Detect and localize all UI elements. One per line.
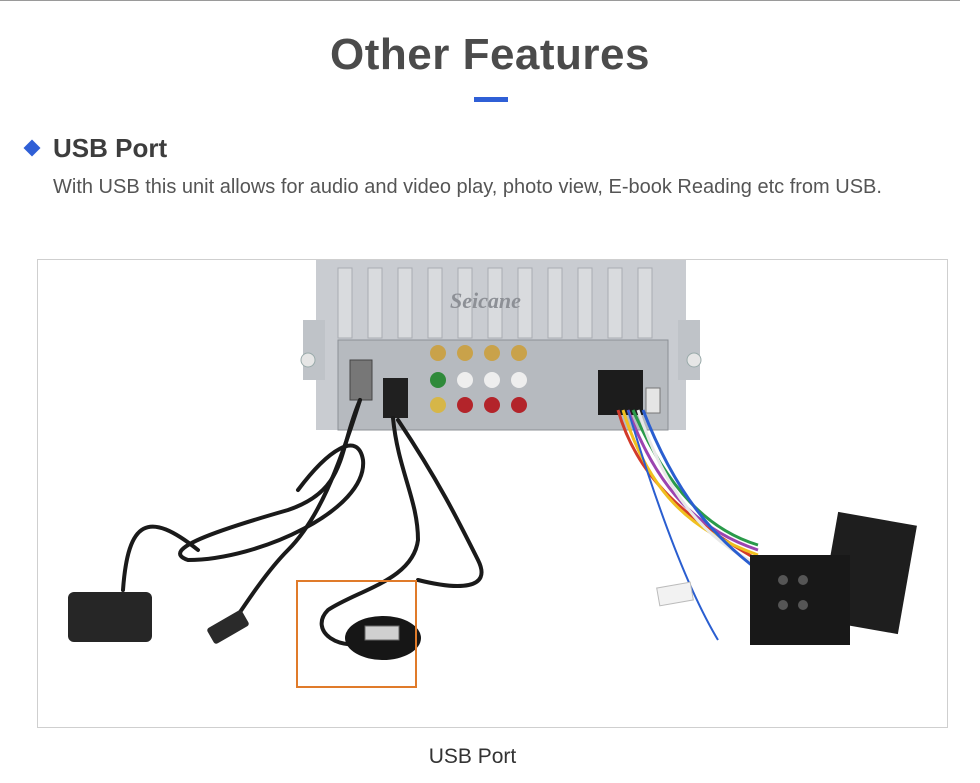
page-title: Other Features [330, 30, 650, 79]
highlight-box [296, 580, 417, 688]
feature-description: With USB this unit allows for audio and … [53, 176, 882, 198]
feature-heading: USB Port [53, 133, 168, 163]
iso-connectors [656, 511, 917, 645]
gps-antenna [68, 592, 152, 642]
photo-caption: USB Port [428, 745, 517, 768]
top-divider [0, 0, 960, 1]
radio-antenna-plug [207, 610, 249, 644]
wire-harness [616, 409, 759, 641]
watermark-text: Seicane [450, 288, 521, 313]
cables [121, 398, 484, 647]
product-photo: Seicane [37, 259, 948, 728]
title-underline [474, 97, 508, 102]
diamond-icon [23, 139, 41, 157]
head-unit-illustration: Seicane [300, 260, 702, 431]
usb-port-puck [345, 616, 421, 660]
